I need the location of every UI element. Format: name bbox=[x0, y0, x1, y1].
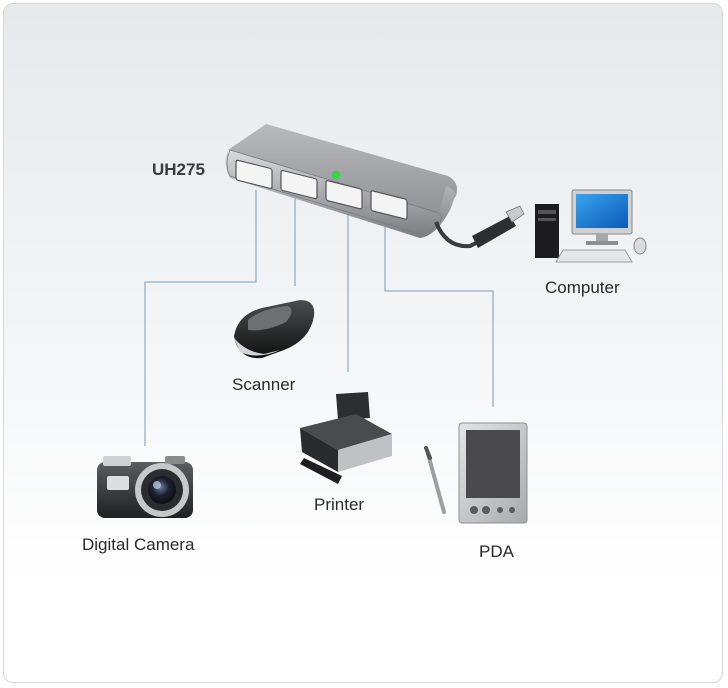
scanner-icon bbox=[234, 300, 315, 359]
hub-model-label: UH275 bbox=[152, 160, 205, 179]
usb-hub-device bbox=[225, 124, 525, 249]
scanner-label: Scanner bbox=[232, 375, 296, 394]
pda-icon bbox=[424, 422, 528, 524]
usb-port-4 bbox=[370, 190, 408, 220]
printer-label: Printer bbox=[314, 495, 365, 514]
digital-camera-label: Digital Camera bbox=[82, 535, 195, 554]
line-pda bbox=[384, 210, 494, 407]
status-led bbox=[331, 170, 341, 180]
printer-icon bbox=[300, 392, 392, 484]
line-camera bbox=[144, 190, 257, 446]
usb-port-3 bbox=[325, 180, 363, 210]
connection-lines bbox=[144, 190, 494, 446]
digital-camera-icon bbox=[97, 456, 193, 518]
pda-label: PDA bbox=[479, 542, 514, 561]
computer-label: Computer bbox=[545, 278, 620, 297]
usb-ports bbox=[235, 159, 408, 220]
diagram-frame bbox=[3, 3, 723, 683]
usb-port-2 bbox=[280, 169, 318, 200]
computer-icon bbox=[535, 189, 647, 263]
usb-port-1 bbox=[235, 159, 273, 189]
